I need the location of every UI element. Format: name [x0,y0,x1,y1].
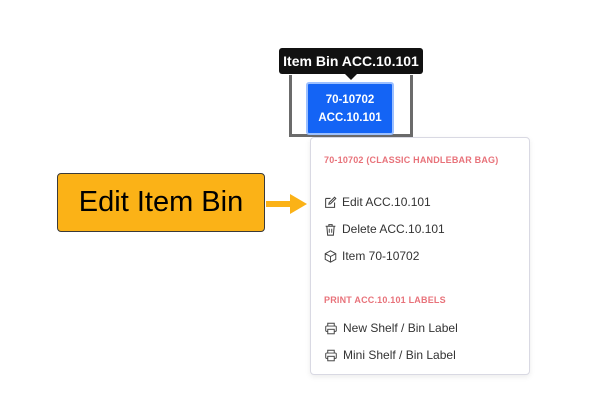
menu-header-print: PRINT ACC.10.101 LABELS [324,295,446,305]
menu-item-view-item[interactable]: Item 70-10702 [324,248,419,264]
menu-item-view-item-label: Item 70-10702 [342,249,420,263]
menu-item-new-shelf-label-text: New Shelf / Bin Label [343,321,458,335]
menu-item-edit[interactable]: Edit ACC.10.101 [324,194,431,210]
context-menu: 70-10702 (CLASSIC HANDLEBAR BAG) Edit AC… [310,137,530,375]
trash-icon [325,223,336,236]
bin-button-item: 70-10702 [325,93,375,106]
bin-outline [289,75,413,137]
printer-icon [325,349,337,361]
menu-item-delete[interactable]: Delete ACC.10.101 [324,221,445,237]
menu-item-mini-shelf-label-text: Mini Shelf / Bin Label [343,348,456,362]
tooltip-pointer [345,74,357,80]
callout-text: Edit Item Bin [78,186,244,218]
menu-item-mini-shelf-label[interactable]: Mini Shelf / Bin Label [324,347,456,363]
printer-icon [325,322,337,334]
cube-icon [324,249,337,263]
annotation-callout: Edit Item Bin [57,173,265,232]
edit-icon [325,195,337,208]
menu-item-new-shelf-label[interactable]: New Shelf / Bin Label [324,320,458,336]
callout-arrow-icon [266,194,307,214]
bin-tooltip: Item Bin ACC.10.101 [279,48,423,74]
menu-item-edit-label: Edit ACC.10.101 [342,195,431,209]
menu-header-item: 70-10702 (CLASSIC HANDLEBAR BAG) [324,155,499,165]
tooltip-text: Item Bin ACC.10.101 [283,53,419,69]
item-bin-button[interactable]: 70-10702 ACC.10.101 [306,82,394,135]
menu-item-delete-label: Delete ACC.10.101 [342,222,445,236]
bin-button-bin: ACC.10.101 [318,111,382,124]
